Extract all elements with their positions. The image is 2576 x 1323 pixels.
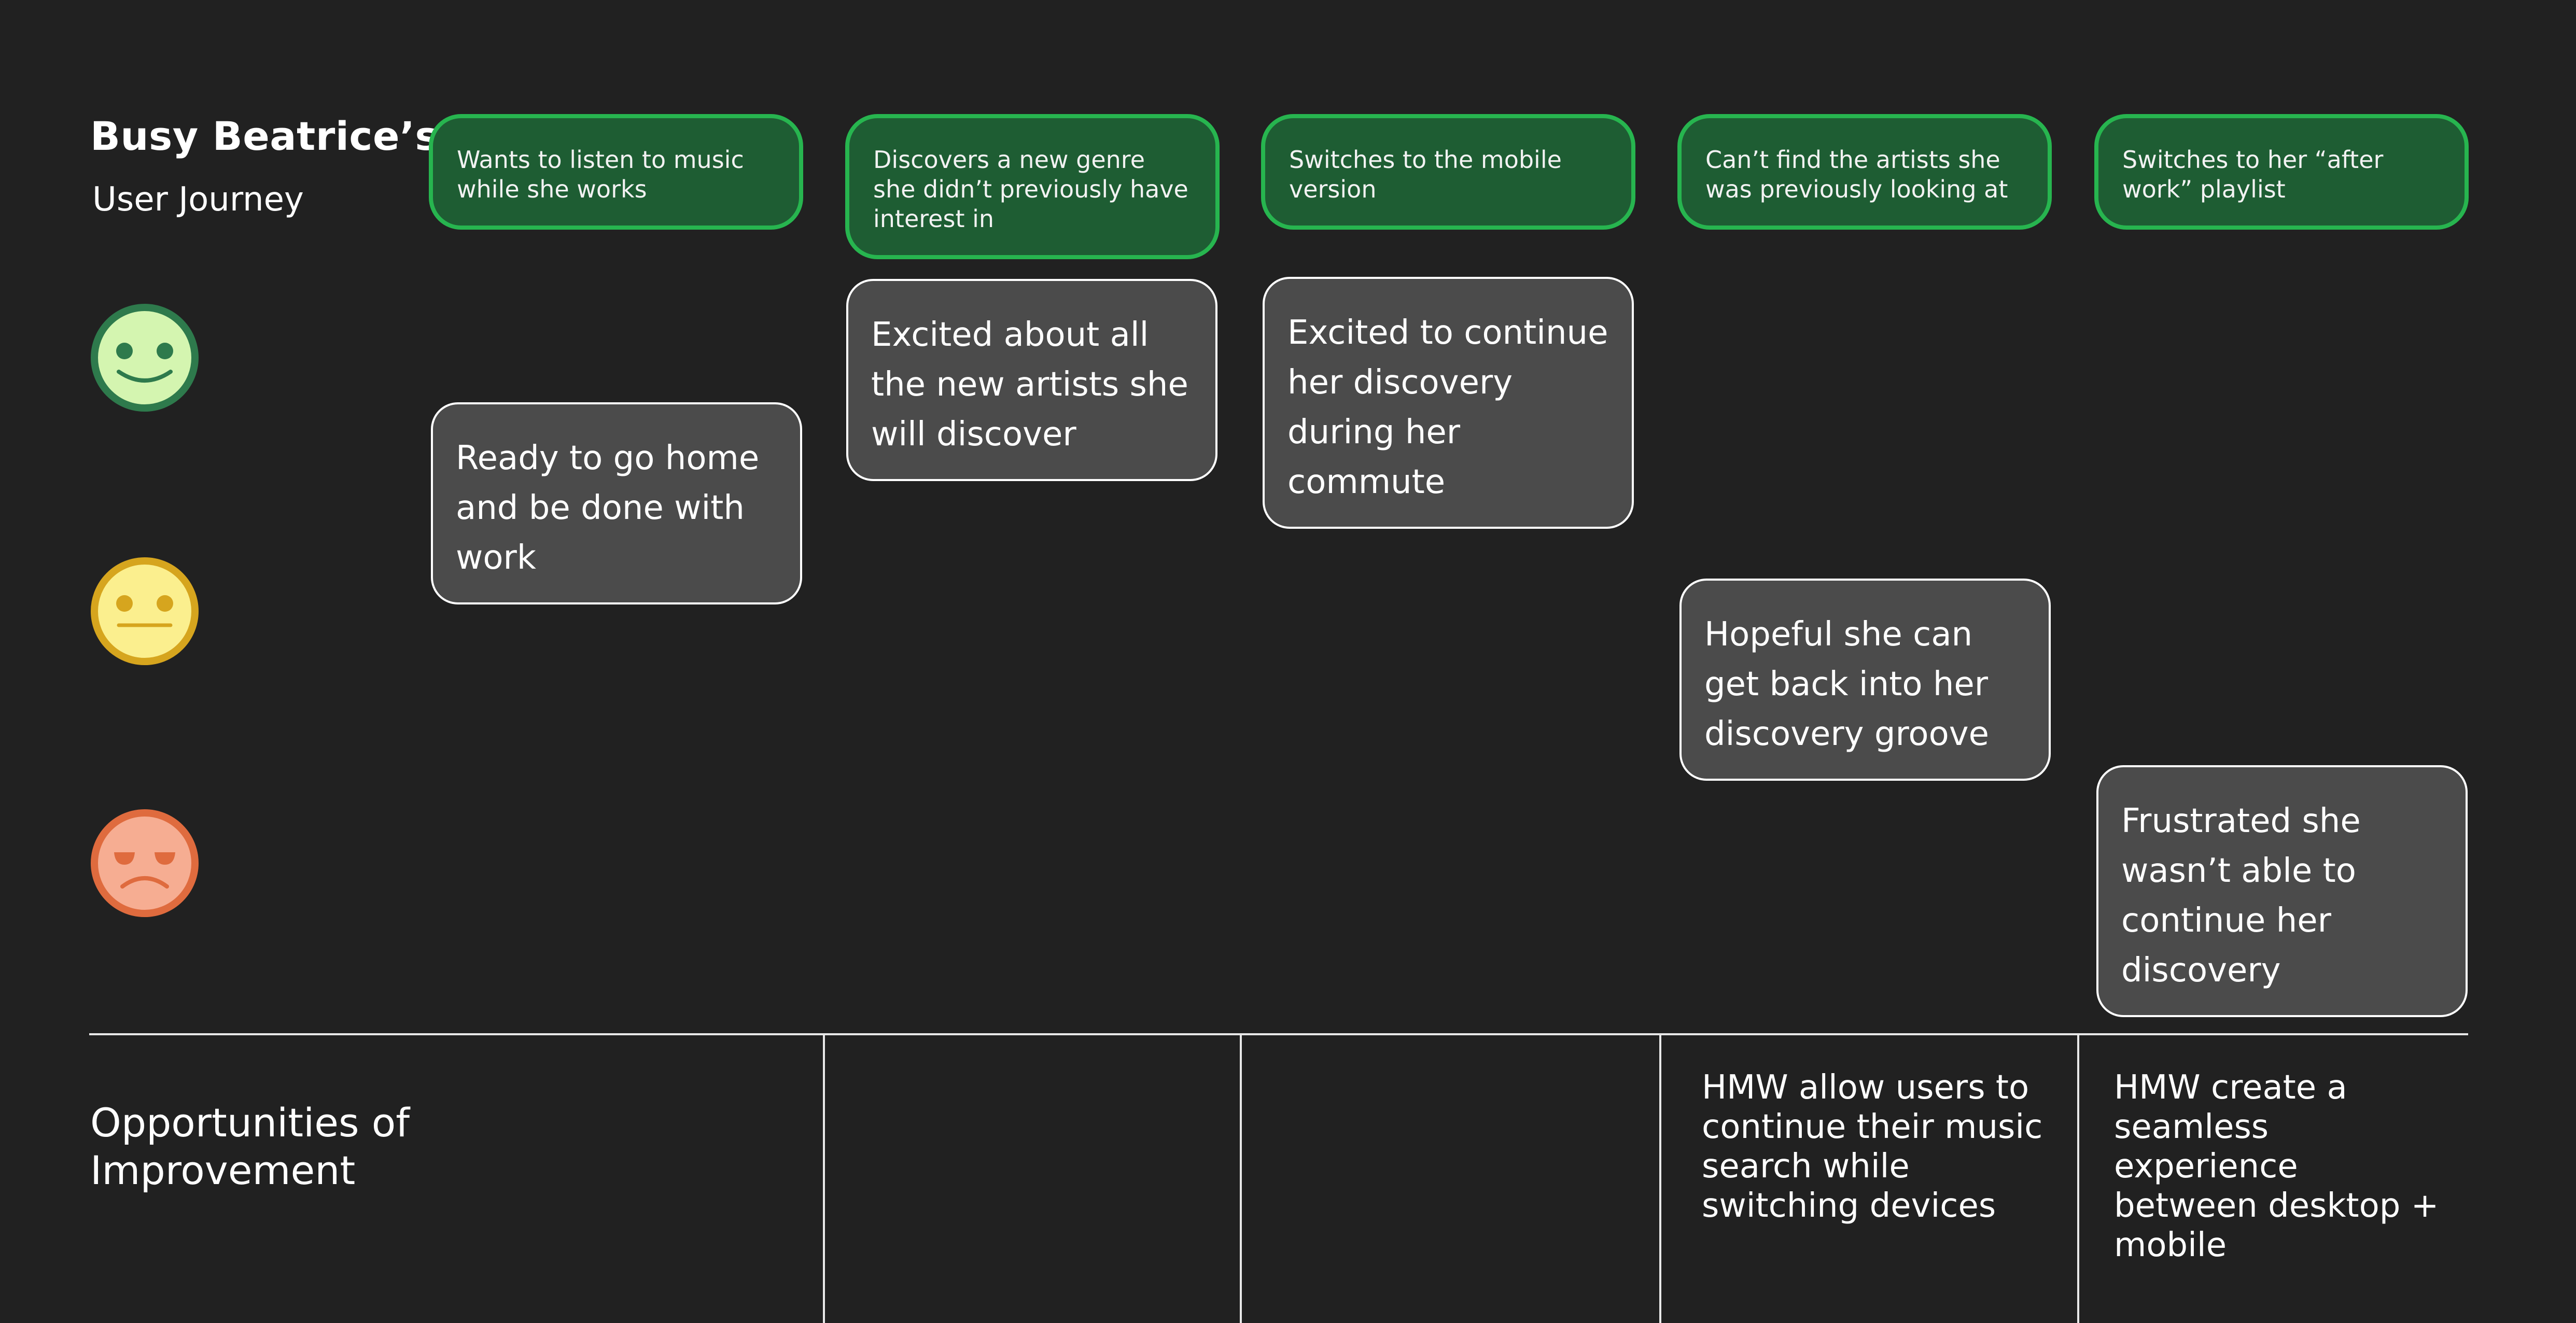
journey-step-2: Discovers a new genre she didn’t previou…: [845, 114, 1220, 259]
feeling-card-4: Hopeful she can get back into her discov…: [1679, 579, 2051, 781]
section-divider: [89, 1033, 2468, 1035]
column-divider-1: [823, 1034, 825, 1323]
column-divider-4: [2077, 1034, 2079, 1323]
journey-step-4: Can’t find the artists she was previousl…: [1677, 114, 2052, 230]
opportunity-cell-4: HMW allow users to continue their music …: [1702, 1068, 2043, 1225]
feeling-card-3: Excited to continue her discovery during…: [1263, 277, 1634, 529]
happy-face-icon: [91, 304, 199, 412]
journey-subtitle: User Journey: [92, 180, 304, 219]
feeling-card-1: Ready to go home and be done with work: [431, 402, 802, 604]
journey-step-3: Switches to the mobile version: [1261, 114, 1635, 230]
journey-title: Busy Beatrice’s: [90, 113, 439, 159]
journey-step-5: Switches to her “after work” playlist: [2094, 114, 2469, 230]
opportunities-title: Opportunities of Improvement: [90, 1100, 410, 1193]
column-divider-3: [1659, 1034, 1661, 1323]
feeling-card-5: Frustrated she wasn’t able to continue h…: [2096, 765, 2468, 1017]
neutral-face-icon: [91, 557, 199, 665]
feeling-card-2: Excited about all the new artists she wi…: [846, 279, 1217, 481]
opportunity-cell-5: HMW create a seamless experience between…: [2114, 1068, 2439, 1264]
sad-face-icon: [91, 809, 199, 917]
journey-step-1: Wants to listen to music while she works: [429, 114, 803, 230]
column-divider-2: [1240, 1034, 1242, 1323]
